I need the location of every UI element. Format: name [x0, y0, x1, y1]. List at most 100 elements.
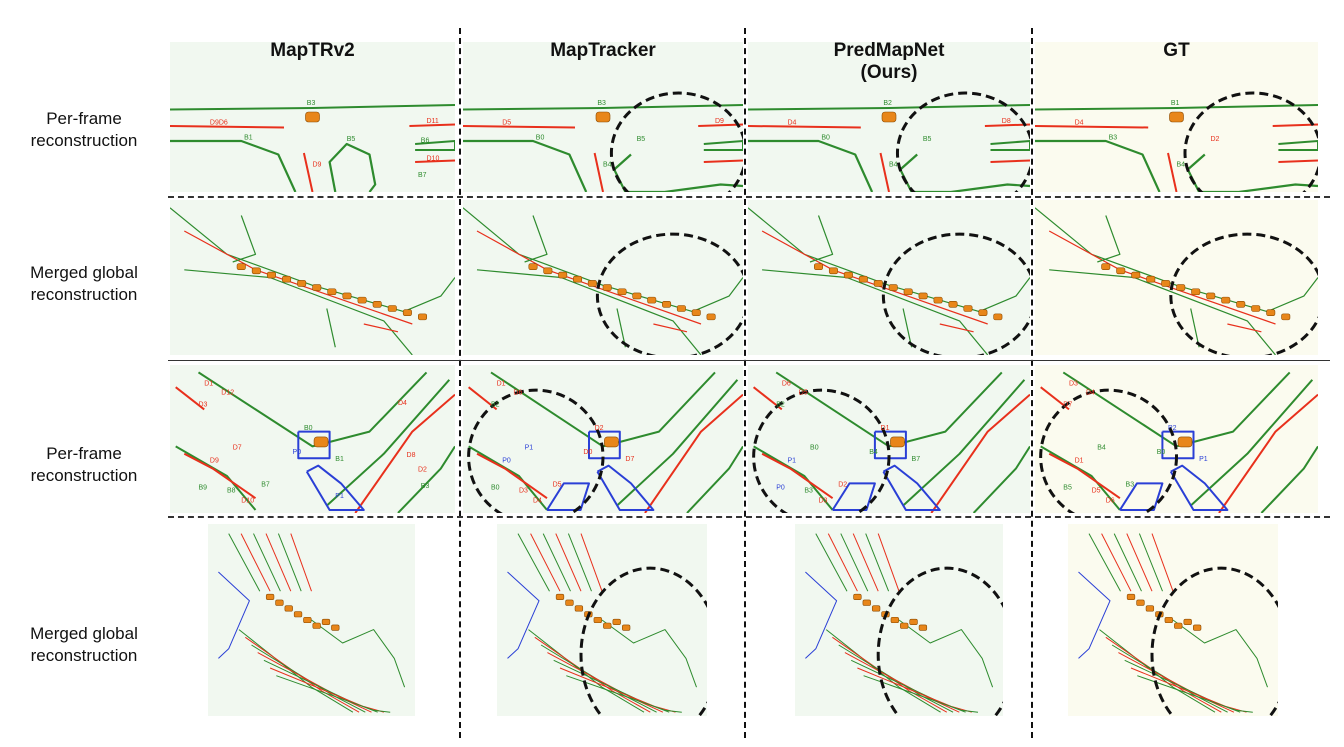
- map-element-label: D4: [1075, 120, 1084, 127]
- ego-vehicle-icon: [595, 111, 611, 123]
- map-element-label: D1: [1075, 458, 1084, 465]
- ego-trajectory-icon: [275, 599, 284, 606]
- map-line: [838, 644, 954, 713]
- map-line: [1101, 533, 1132, 592]
- ego-trajectory-icon: [297, 280, 307, 287]
- road-boundary: [748, 207, 1030, 313]
- map-element-label: D2: [838, 481, 847, 488]
- lane-divider: [761, 230, 988, 325]
- ego-trajectory-icon: [372, 301, 382, 308]
- map-line: [1126, 533, 1153, 592]
- merged-global-panel-bottom: [795, 524, 1003, 716]
- road-boundary: [311, 619, 406, 688]
- road-boundary: [703, 140, 743, 151]
- ped-crossing: [507, 571, 540, 659]
- map-element-label: P0: [502, 458, 511, 465]
- road-boundary: [170, 104, 455, 111]
- map-line: [263, 659, 378, 713]
- road-boundary: [175, 445, 257, 511]
- map-line: [540, 644, 657, 713]
- ego-trajectory-icon: [1236, 301, 1246, 308]
- map-line: [840, 533, 869, 592]
- ped-crossing: [805, 571, 838, 659]
- road-boundary: [463, 104, 743, 111]
- ego-trajectory-icon: [900, 622, 909, 629]
- map-line: [542, 533, 571, 592]
- ped-crossing: [873, 430, 907, 460]
- ego-trajectory-icon: [1191, 288, 1201, 296]
- map-line: [815, 533, 848, 592]
- ego-trajectory-icon: [1101, 263, 1111, 270]
- map-element-label: B2: [776, 401, 785, 408]
- map-element-label: B6: [421, 138, 430, 145]
- column-divider: [744, 28, 746, 738]
- column-divider: [459, 28, 461, 738]
- road-boundary: [468, 445, 548, 511]
- ego-trajectory-icon: [918, 292, 928, 300]
- ego-trajectory-icon: [612, 618, 621, 625]
- ego-trajectory-icon: [1164, 616, 1173, 624]
- highlight-circle: [876, 566, 1003, 716]
- map-line: [1111, 644, 1228, 713]
- lane-divider: [354, 393, 455, 513]
- ego-trajectory-icon: [1174, 622, 1183, 629]
- ego-trajectory-icon: [327, 288, 337, 296]
- map-element-label: D1: [881, 425, 890, 432]
- ped-crossing: [305, 464, 365, 511]
- highlight-circle: [1169, 232, 1318, 355]
- lane-divider: [1227, 323, 1262, 333]
- ego-trajectory-icon: [622, 624, 631, 631]
- road-boundary: [326, 308, 336, 348]
- ego-trajectory-icon: [574, 605, 584, 612]
- map-line: [1137, 675, 1253, 713]
- ego-trajectory-icon: [528, 263, 538, 270]
- map-element-label: B7: [912, 456, 921, 463]
- column-header-predmapnet: PredMapNet(Ours): [833, 40, 945, 83]
- highlight-circle: [752, 388, 891, 513]
- road-boundary: [613, 153, 743, 192]
- column-header-gt: GT: [1163, 40, 1190, 61]
- road-boundary: [762, 269, 989, 355]
- road-boundary: [686, 445, 743, 513]
- road-boundary: [326, 379, 451, 507]
- map-line: [1105, 636, 1222, 713]
- map-element-label: D9: [210, 458, 219, 465]
- road-boundary: [232, 215, 257, 263]
- map-element-label: B1: [1171, 100, 1180, 107]
- ped-crossing: [297, 430, 331, 460]
- ego-trajectory-icon: [303, 616, 312, 624]
- map-line: [1151, 533, 1174, 592]
- road-boundary: [601, 619, 697, 688]
- map-element-label: D3: [199, 401, 208, 408]
- lane-divider: [1048, 452, 1121, 500]
- map-line: [276, 675, 391, 713]
- map-element-label: D6: [513, 390, 522, 397]
- map-element-label: D7: [625, 456, 634, 463]
- road-boundary: [524, 215, 548, 263]
- road-boundary: [463, 139, 588, 192]
- map-element-label: D2: [1210, 136, 1219, 143]
- ego-trajectory-icon: [265, 593, 275, 601]
- map-element-label: B9: [199, 484, 208, 491]
- map-element-label: B2: [491, 401, 500, 408]
- highlight-circle: [595, 232, 743, 355]
- ego-trajectory-icon: [1221, 296, 1231, 304]
- ego-trajectory-icon: [1146, 275, 1156, 283]
- map-element-label: D5: [1092, 487, 1101, 494]
- map-element-label: D9D6: [210, 120, 228, 127]
- map-line: [555, 533, 582, 592]
- lane-divider: [990, 159, 1030, 163]
- ego-trajectory-icon: [565, 599, 574, 606]
- lane-divider: [1048, 230, 1276, 325]
- lane-divider: [409, 123, 455, 127]
- ped-crossing: [1119, 482, 1164, 511]
- road-boundary: [397, 445, 455, 513]
- road-boundary: [1049, 269, 1276, 355]
- map-line: [265, 533, 292, 592]
- road-boundary: [753, 445, 834, 511]
- lane-divider: [939, 323, 974, 333]
- map-line: [1138, 533, 1163, 592]
